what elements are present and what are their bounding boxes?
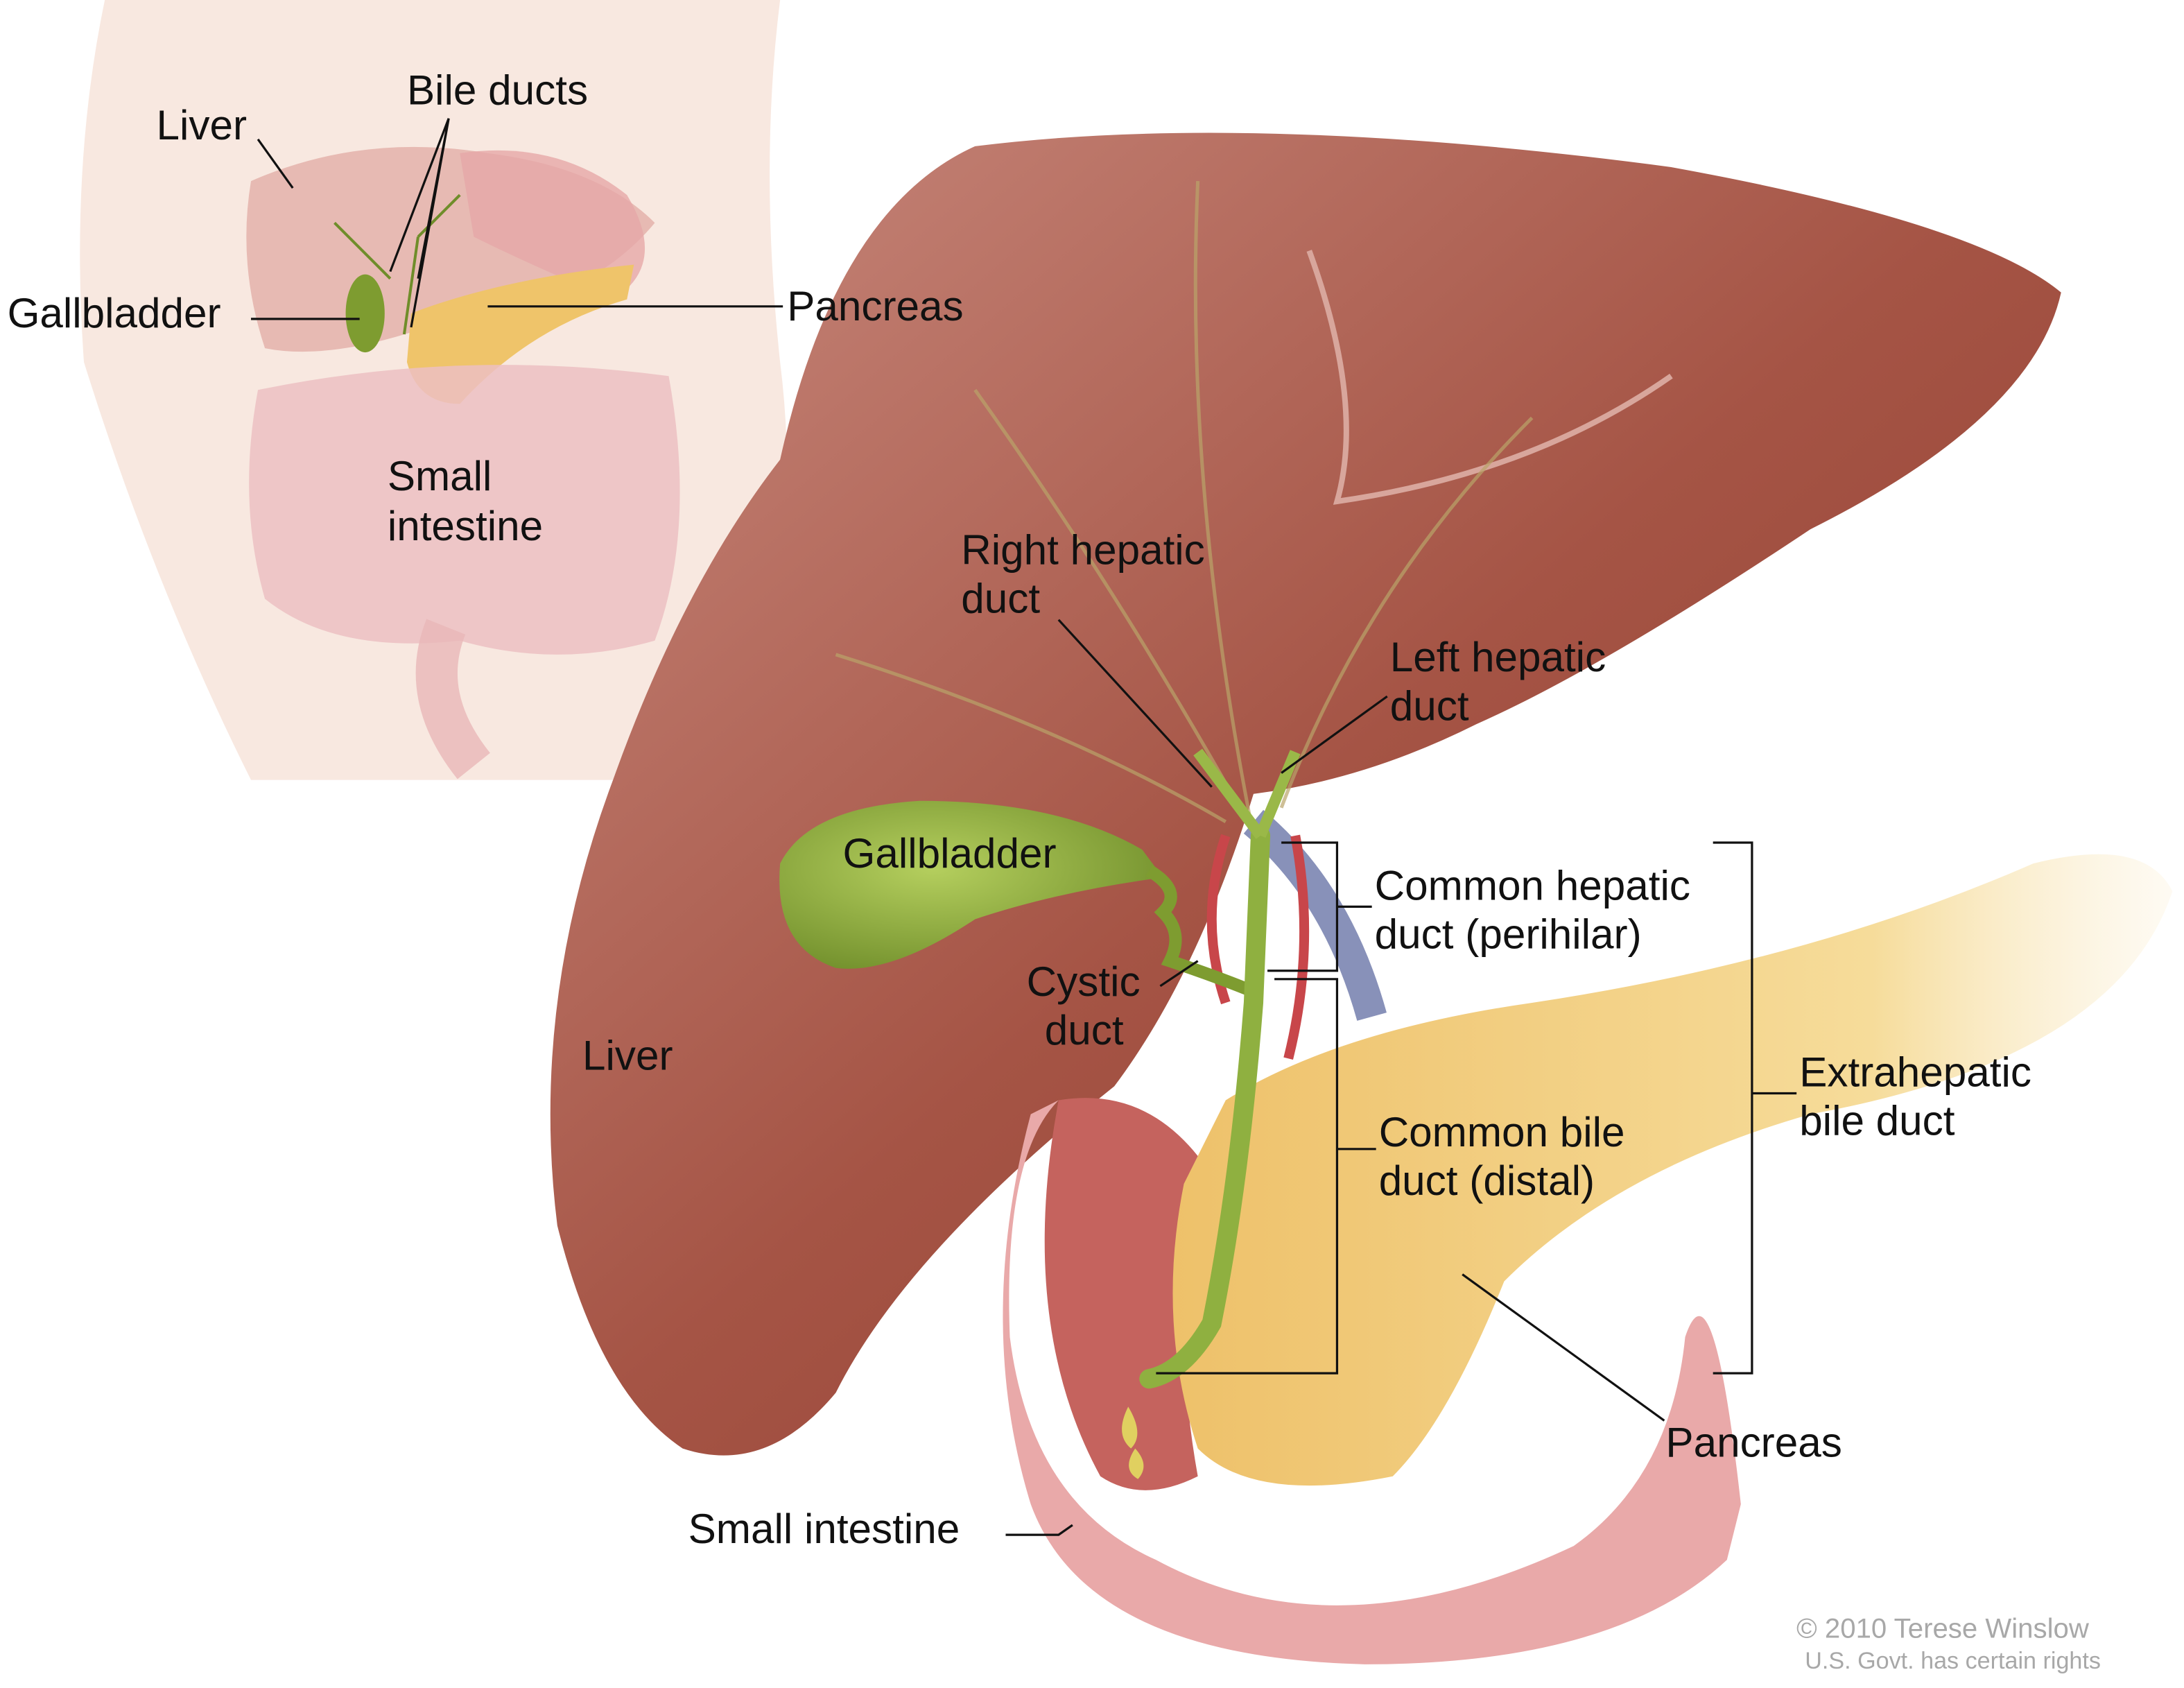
inset-intestine: [249, 365, 680, 655]
intestine-lumen: [1044, 1098, 1198, 1490]
cystic-duct: [1145, 865, 1249, 995]
label-inset-pancreas: Pancreas: [787, 282, 963, 329]
inset-gallbladder: [345, 274, 385, 353]
label-extrahepatic-1: Extrahepatic: [1799, 1048, 2031, 1095]
label-inset-bile-ducts: Bile ducts: [407, 67, 588, 114]
label-cystic-2: duct: [1045, 1006, 1124, 1053]
label-right-hepatic-2: duct: [961, 575, 1040, 622]
label-gallbladder: Gallbladder: [843, 829, 1057, 877]
inset-stomach: [460, 150, 645, 300]
main-anatomy: [550, 132, 2173, 1664]
label-inset-gallbladder: Gallbladder: [8, 289, 221, 336]
label-extrahepatic-2: bile duct: [1799, 1097, 1955, 1144]
credit-line-1: © 2010 Terese Winslow: [1796, 1613, 2090, 1644]
hepatic-vessels: [835, 180, 1534, 836]
label-left-hepatic-2: duct: [1390, 682, 1469, 729]
portal-vein: [1243, 809, 1387, 1021]
pancreas: [1172, 854, 2173, 1486]
label-left-hepatic-1: Left hepatic: [1390, 633, 1606, 680]
label-right-hepatic-1: Right hepatic: [961, 526, 1205, 573]
credit: © 2010 Terese Winslow U.S. Govt. has cer…: [1796, 1613, 2101, 1674]
label-small-intestine: Small intestine: [688, 1505, 960, 1552]
label-cystic-1: Cystic: [1027, 958, 1141, 1005]
common-bile-duct: [1139, 825, 1271, 1389]
inset-colon: [415, 619, 491, 780]
label-inset-liver: Liver: [156, 101, 247, 148]
leader-lines: [251, 118, 1797, 1536]
credit-line-2: U.S. Govt. has certain rights: [1805, 1648, 2101, 1674]
gallbladder: [779, 800, 1163, 969]
main-labels: Right hepatic duct Left hepatic duct Gal…: [582, 526, 2031, 1552]
label-inset-small-intestine-1: Small: [388, 452, 492, 499]
inset-torso: [80, 0, 788, 780]
liver-fissure: [1306, 250, 1673, 505]
label-common-bile-2: duct (distal): [1379, 1157, 1595, 1204]
label-pancreas: Pancreas: [1665, 1419, 1841, 1466]
label-common-bile-1: Common bile: [1379, 1108, 1625, 1155]
inset-labels: Liver Bile ducts Gallbladder Pancreas Sm…: [8, 67, 964, 550]
bile-drop: [1122, 1406, 1144, 1479]
label-inset-small-intestine-2: intestine: [388, 502, 543, 549]
label-common-hepatic-2: duct (perihilar): [1375, 911, 1642, 958]
label-liver: Liver: [582, 1031, 673, 1078]
liver: [550, 132, 2061, 1456]
label-common-hepatic-1: Common hepatic: [1375, 861, 1690, 908]
inset-bile-ducts: [333, 193, 461, 335]
